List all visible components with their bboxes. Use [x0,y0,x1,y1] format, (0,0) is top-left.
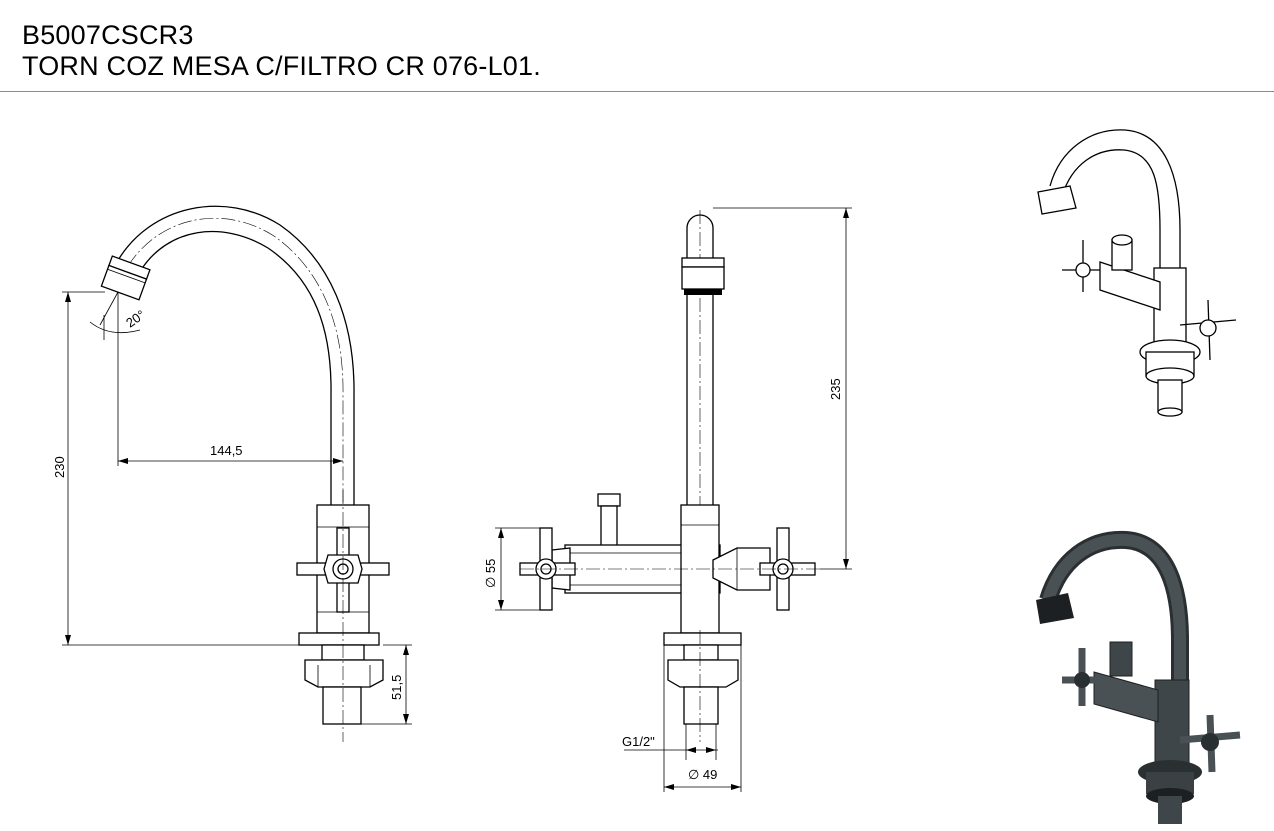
side-base-flange [298,632,380,646]
angle-label: 20° [123,307,148,331]
side-spout-outer [116,205,355,505]
front-base-flange [663,632,742,646]
dim-label-144: 144,5 [210,443,243,458]
front-filter-cap [597,493,621,507]
dim-label-51: 51,5 [389,675,404,700]
iso-aerator [1037,185,1077,215]
isometric-render-view [1036,530,1241,824]
front-thread [683,686,719,725]
side-view: 20° 230 144,5 [52,205,412,742]
render-aerator [1036,593,1074,624]
dim-label-49: ∅ 49 [688,767,717,782]
isometric-line-view [1037,129,1237,417]
dim-label-thread: G1/2" [622,734,655,749]
front-aerator [681,257,725,268]
dim-label-235: 235 [828,378,843,400]
dim-label-230: 230 [52,456,67,478]
angle-arc [89,321,141,334]
side-spout-inner [140,230,332,505]
product-code: B5007CSCR3 [22,20,194,50]
title-separator [0,91,1274,92]
side-aerator [100,255,151,301]
dim-label-55: ∅ 55 [483,559,498,588]
front-locknut [667,659,739,688]
front-view: 235 ∅ 55 G1/2" ∅ 49 [483,207,852,792]
side-locknut [304,659,384,688]
render-column [1154,679,1190,767]
product-description: TORN COZ MESA C/FILTRO CR 076-L01. [22,51,541,81]
side-thread [322,686,362,725]
iso-horizontal-body [1099,261,1161,311]
title-block: B5007CSCR3 TORN COZ MESA C/FILTRO CR 076… [22,20,541,82]
